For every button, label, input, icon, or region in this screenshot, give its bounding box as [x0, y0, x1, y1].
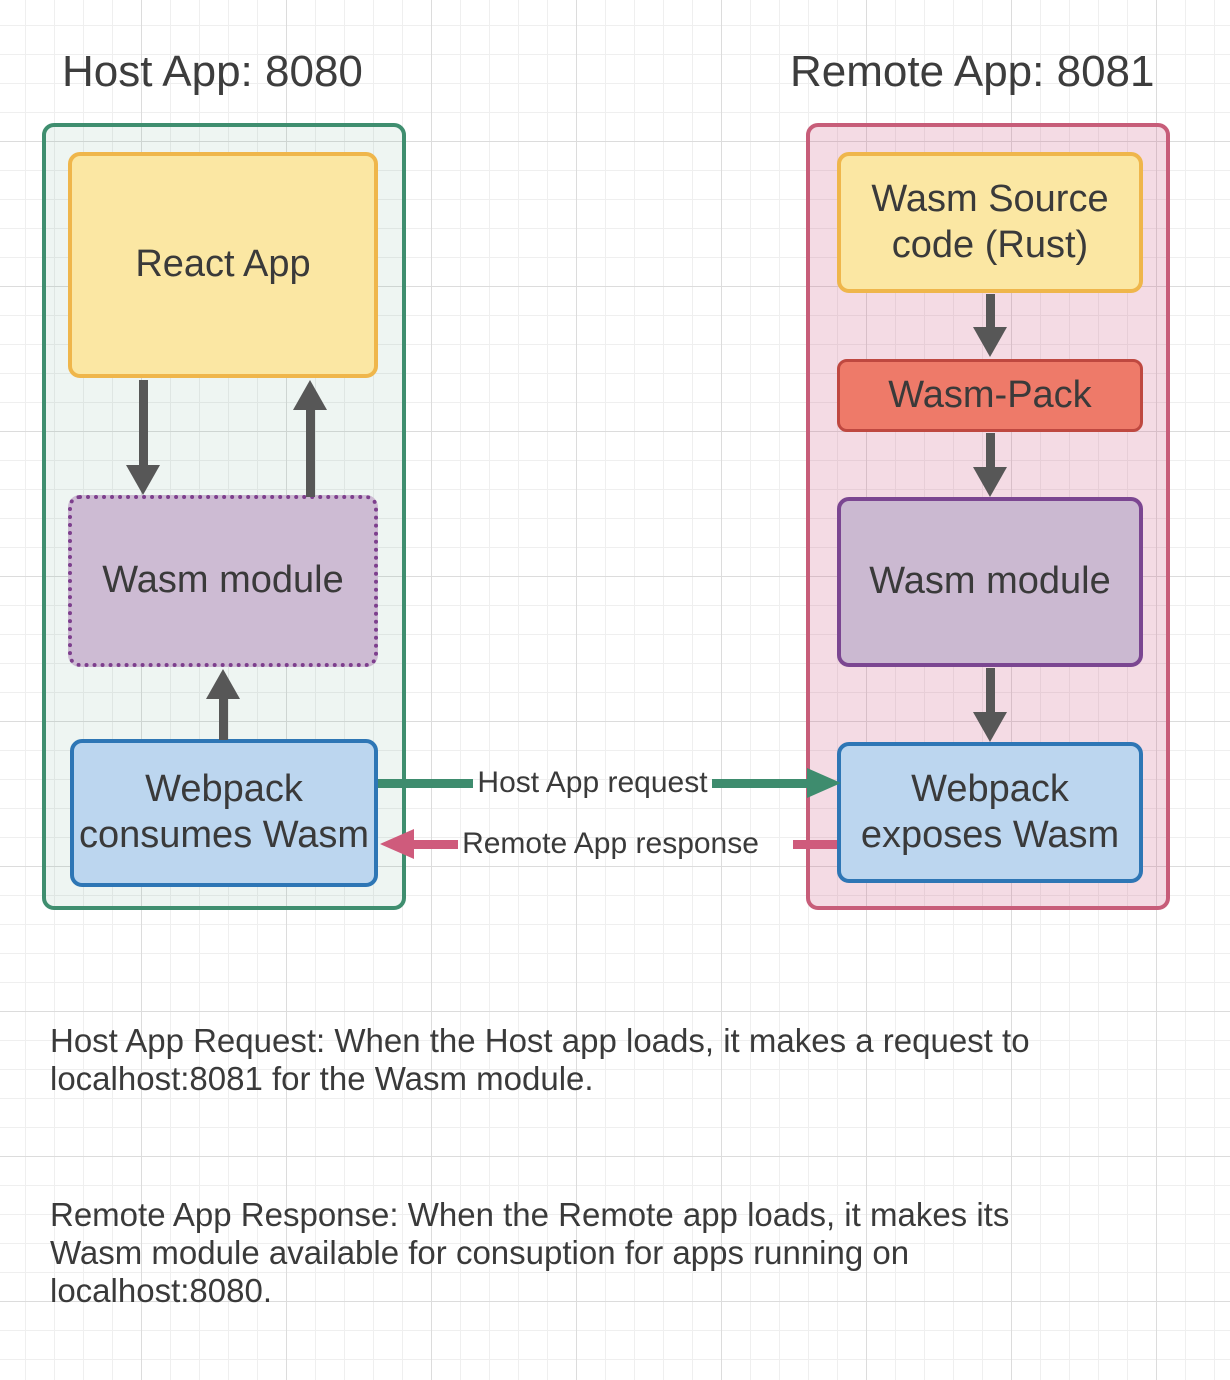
node-wasm-pack-label: Wasm-Pack [888, 373, 1092, 416]
arrow-shaft [138, 380, 148, 465]
node-host-wasm-module-label: Wasm module [102, 559, 344, 602]
node-wasm-pack: Wasm-Pack [837, 359, 1143, 432]
node-remote-wasm-module: Wasm module [837, 497, 1143, 667]
arrow-shaft [985, 668, 995, 712]
note-remote-app-response: Remote App Response: When the Remote app… [50, 1196, 1010, 1309]
connector-host-app-request: Host App request [378, 765, 841, 801]
arrow-shaft [985, 433, 995, 467]
arrow-react-to-wasm-module [126, 380, 160, 495]
node-webpack-exposes-wasm: Webpack exposes Wasm [837, 742, 1143, 883]
arrow-shaft [378, 778, 474, 788]
note-host-app-request: Host App Request: When the Host app load… [50, 1022, 1030, 1097]
up-arrowhead-icon [206, 669, 240, 699]
arrow-shaft [305, 410, 315, 497]
arrow-shaft [711, 778, 807, 788]
up-arrowhead-icon [293, 380, 327, 410]
arrow-shaft [792, 839, 838, 849]
remote-app-response-label: Remote App response [462, 827, 759, 860]
node-webpack-exposes-wasm-label: Webpack exposes Wasm [860, 767, 1120, 856]
down-arrowhead-icon [973, 327, 1007, 357]
host-app-title: Host App: 8080 [62, 47, 363, 96]
arrow-webpack-to-wasm-module [206, 669, 240, 740]
arrow-shaft [985, 294, 995, 327]
arrow-wasm-pack-to-module [973, 433, 1007, 497]
down-arrowhead-icon [126, 465, 160, 495]
node-react-app: React App [68, 152, 378, 378]
node-remote-wasm-module-label: Wasm module [869, 560, 1111, 603]
node-host-wasm-module: Wasm module [68, 495, 378, 667]
node-react-app-label: React App [135, 243, 311, 286]
down-arrowhead-icon [973, 712, 1007, 742]
arrow-source-to-wasm-pack [973, 294, 1007, 357]
arrow-module-to-webpack [973, 668, 1007, 742]
down-arrowhead-icon [973, 467, 1007, 497]
node-webpack-consumes-wasm: Webpack consumes Wasm [70, 739, 378, 887]
connector-remote-app-response: Remote App response [380, 826, 838, 862]
node-wasm-source-code-label: Wasm Source code (Rust) [871, 177, 1109, 266]
right-arrowhead-icon [807, 768, 841, 798]
arrow-wasm-module-to-react [293, 380, 327, 497]
node-webpack-consumes-wasm-label: Webpack consumes Wasm [79, 768, 369, 856]
arrow-shaft [414, 839, 459, 849]
remote-app-title: Remote App: 8081 [790, 47, 1155, 96]
left-arrowhead-icon [380, 829, 414, 859]
host-app-request-label: Host App request [477, 766, 708, 799]
node-wasm-source-code: Wasm Source code (Rust) [837, 152, 1143, 293]
arrow-shaft [218, 699, 228, 740]
